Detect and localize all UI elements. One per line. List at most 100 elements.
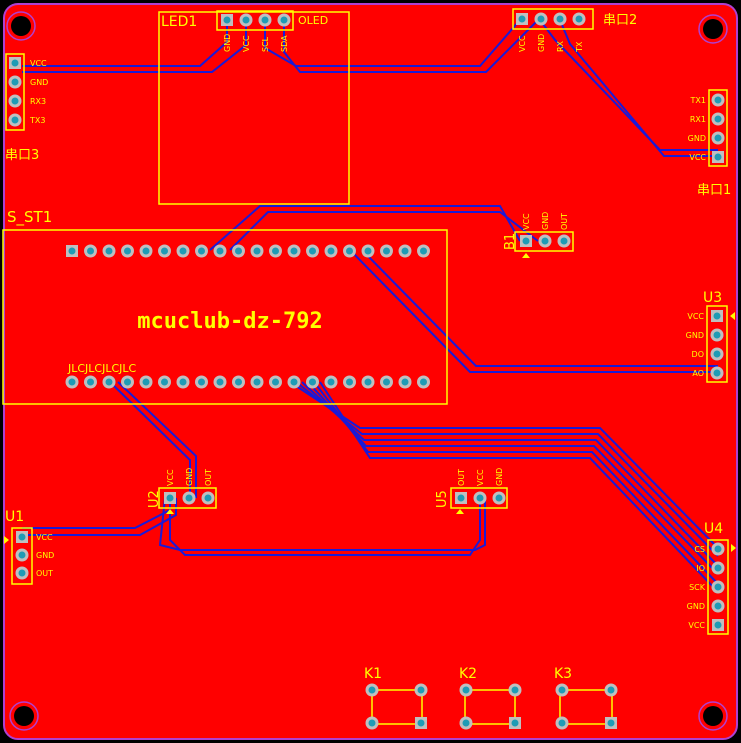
uart1-pin-label-3: GND — [688, 134, 706, 143]
button-k3: K3 — [554, 666, 618, 730]
mcu-bottom-pad-16-drill — [346, 378, 353, 386]
uart1-designator: 串口1 — [697, 183, 731, 198]
u3-pad-2-drill — [713, 331, 721, 339]
uart3-pin-label-4: TX3 — [29, 116, 45, 125]
mcu-bottom-pad-5-drill — [142, 378, 150, 386]
mcu-top-pad-6-drill — [161, 247, 168, 255]
mcu-bottom-pad-15-drill — [327, 378, 335, 386]
u2-designator: U2 — [147, 490, 162, 508]
mcu-bottom-pad-18-drill — [383, 378, 390, 386]
uart2-pin-label-2: GND — [537, 34, 546, 52]
u3-pad-4-drill — [713, 369, 721, 377]
k1-pad-4-drill — [417, 719, 425, 727]
mcu-top-pad-18-drill — [383, 247, 390, 255]
k3-pad-1-drill — [558, 686, 566, 694]
u3-pin-label-1: VCC — [687, 312, 704, 321]
mcu-bottom-pad-8-drill — [198, 378, 205, 386]
mcu-bottom-pad-2-drill — [87, 378, 94, 386]
u1-pin-label-1: VCC — [36, 533, 53, 542]
u2-pin-label-1: VCC — [166, 469, 175, 486]
k3-pad-4-drill — [607, 719, 615, 727]
button-k2: K2 — [459, 666, 522, 730]
u4-pin-label-1: CS — [694, 545, 705, 554]
mcu-top-pad-3-drill — [105, 247, 113, 255]
b1-pin-label-3: OUT — [560, 213, 569, 230]
uart3-pin-label-1: VCC — [30, 59, 47, 68]
k3-pad-3-drill — [558, 719, 566, 727]
uart2-pad-4-drill — [575, 15, 583, 23]
uart2-pin-label-3: RX — [556, 40, 565, 52]
mcu-bottom-pad-10-drill — [235, 378, 242, 386]
oled-pin-label-2: VCC — [242, 35, 251, 52]
oled-header — [216, 10, 294, 31]
uart2-pad-2-drill — [537, 15, 545, 23]
u4-pad-1-drill — [714, 545, 722, 553]
oled-pad-1-drill — [223, 16, 231, 24]
mcu-top-pad-9-drill — [216, 247, 224, 255]
u2-pin-label-2: GND — [185, 468, 194, 486]
oled-pad-2-drill — [242, 16, 250, 24]
mcu-designator: S_ST1 — [7, 208, 52, 227]
oled-pin-label-3: SCL — [261, 36, 270, 52]
board-title: mcuclub-dz-792 — [137, 309, 322, 334]
u4-pin-label-5: VCC — [688, 621, 705, 630]
mcu-bottom-pad-13-drill — [290, 378, 298, 386]
uart1-pad-2-drill — [714, 115, 722, 123]
uart3-designator: 串口3 — [5, 148, 39, 163]
oled-pad-3-drill — [261, 16, 269, 24]
u4-pad-5-drill — [714, 621, 722, 629]
mcu-top-pad-19-drill — [401, 247, 409, 255]
k1-pad-3-drill — [368, 719, 376, 727]
uart3-pad-4-drill — [11, 116, 19, 124]
u4-pin-label-4: GND — [687, 602, 705, 611]
k1-pad-2-drill — [417, 686, 425, 694]
mcu-module: S_ST1 mcuclub-dz-792 JLCJLCJLCJLC — [2, 208, 448, 405]
u2-pad-3-drill — [204, 494, 212, 502]
uart2-pin-label-4: TX — [575, 41, 584, 53]
u3-pad-1-drill — [713, 312, 721, 320]
uart1-pad-1-drill — [714, 96, 722, 104]
k3-designator: K3 — [554, 666, 572, 682]
u4-designator: U4 — [704, 521, 723, 537]
k2-pad-1-drill — [462, 686, 470, 694]
k1-pad-1-drill — [368, 686, 376, 694]
u2-pad-2-drill — [185, 494, 193, 502]
mcu-bottom-pad-17-drill — [364, 378, 372, 386]
u5-pad-1-drill — [457, 494, 465, 502]
mcu-bottom-pad-14-drill — [309, 378, 316, 386]
uart1-pin-label-4: VCC — [689, 153, 706, 162]
uart3-pin-label-3: RX3 — [30, 97, 46, 106]
u2-pad-1-drill — [166, 494, 174, 502]
mcu-top-pad-20-drill — [420, 247, 427, 255]
u1-pad-2-drill — [18, 551, 26, 559]
oled-label: OLED — [298, 14, 328, 27]
k2-pad-3-drill — [462, 719, 470, 727]
mcu-top-pad-4-drill — [124, 247, 131, 255]
b1-pin-label-1: VCC — [522, 213, 531, 230]
uart3-pad-3-drill — [11, 97, 19, 105]
u5-pin-label-3: GND — [495, 468, 504, 486]
mcu-top-pad-16-drill — [346, 247, 353, 255]
u4-pad-2-drill — [714, 564, 722, 572]
oled-outline — [158, 11, 350, 205]
u1-pin-label-3: OUT — [36, 569, 53, 578]
uart2-designator: 串口2 — [603, 13, 637, 28]
uart1-pin-label-2: RX1 — [690, 115, 706, 124]
mcu-bottom-pad-19-drill — [401, 378, 409, 386]
uart1-pin-label-1: TX1 — [690, 96, 706, 105]
mcu-bottom-pad-9-drill — [216, 378, 224, 386]
mcu-bottom-pad-1-drill — [68, 378, 76, 386]
mcu-bottom-pad-12-drill — [272, 378, 279, 386]
u5-pin-label-2: VCC — [476, 469, 485, 486]
button-k1: K1 — [364, 666, 428, 730]
b1-pin-label-2: GND — [541, 212, 550, 230]
mcu-top-pad-12-drill — [272, 247, 279, 255]
uart3-pin-label-2: GND — [30, 78, 48, 87]
jlc-mark: JLCJLCJLCJLC — [67, 362, 137, 375]
oled-pin-label-4: SDA — [280, 35, 289, 52]
uart1-pad-3-drill — [714, 134, 722, 142]
